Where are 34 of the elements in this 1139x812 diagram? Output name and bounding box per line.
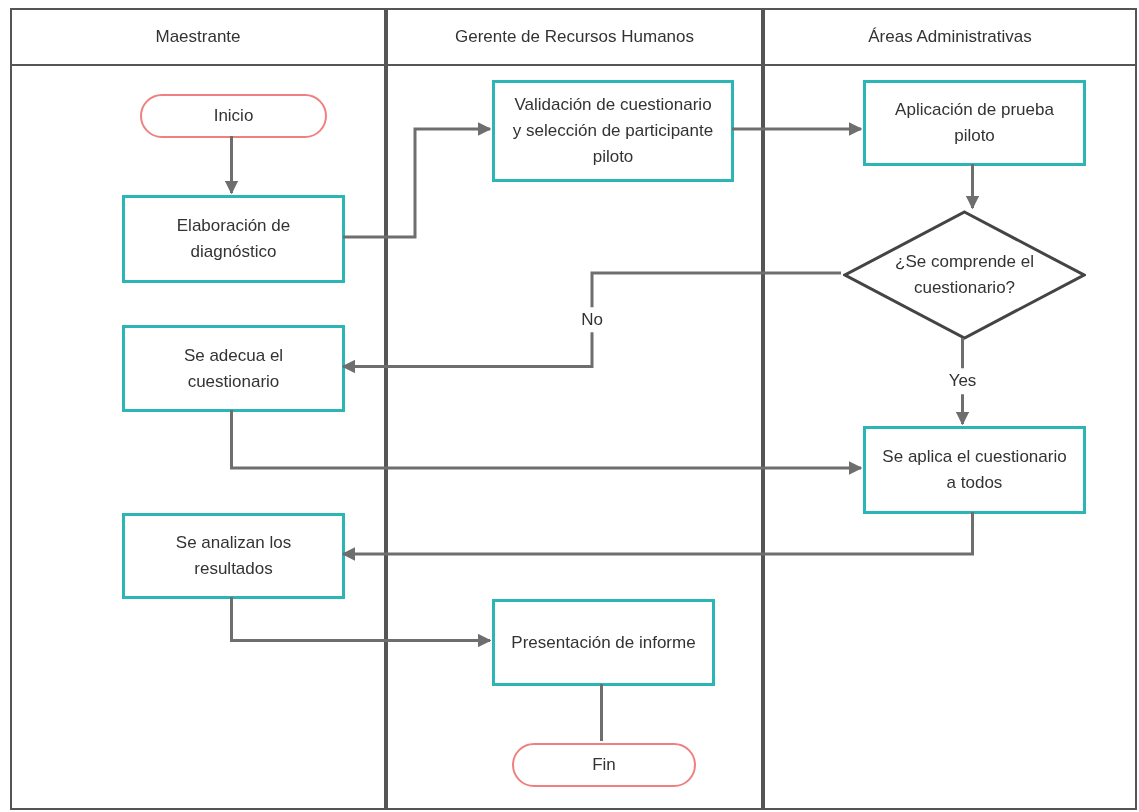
terminal-pill bbox=[140, 94, 327, 138]
process-box bbox=[863, 426, 1086, 514]
process-box bbox=[122, 325, 345, 412]
node-label: Se adecua el cuestionario bbox=[182, 344, 285, 393]
node-label: ¿Se comprende el cuestionario? bbox=[894, 251, 1035, 299]
arrow bbox=[732, 122, 863, 136]
process-box bbox=[492, 599, 715, 686]
terminal-pill bbox=[512, 743, 696, 787]
arrow bbox=[230, 597, 492, 648]
node-label: Se aplica el cuestionario a todos bbox=[882, 446, 1067, 494]
process-box bbox=[492, 80, 734, 182]
arrow bbox=[965, 164, 980, 210]
node-label: Maestrante bbox=[155, 26, 241, 48]
process-box bbox=[122, 195, 345, 283]
node-label: Presentación de informe bbox=[511, 631, 696, 654]
node-label: Áreas Administrativas bbox=[868, 26, 1032, 48]
arrow bbox=[224, 136, 239, 195]
node-label: Gerente de Recursos Humanos bbox=[454, 26, 695, 48]
arrow bbox=[343, 122, 492, 239]
node-label: Fin bbox=[592, 754, 616, 776]
node-label: Validación de cuestionario y selección de participante piloto bbox=[511, 94, 715, 168]
arrow bbox=[341, 512, 974, 561]
swimlane bbox=[386, 8, 763, 810]
swimlane bbox=[763, 8, 1137, 810]
decision-diamond bbox=[843, 210, 1086, 340]
arrow bbox=[230, 410, 863, 475]
arrow bbox=[341, 271, 841, 374]
node-label: Elaboración de diagnóstico bbox=[175, 215, 292, 263]
node-label: Inicio bbox=[213, 105, 254, 127]
process-box bbox=[863, 80, 1086, 166]
node-label: Se analizan los resultados bbox=[174, 532, 293, 580]
node-label: Aplicación de prueba piloto bbox=[894, 99, 1055, 147]
swimlane bbox=[10, 8, 386, 810]
process-box bbox=[122, 513, 345, 599]
